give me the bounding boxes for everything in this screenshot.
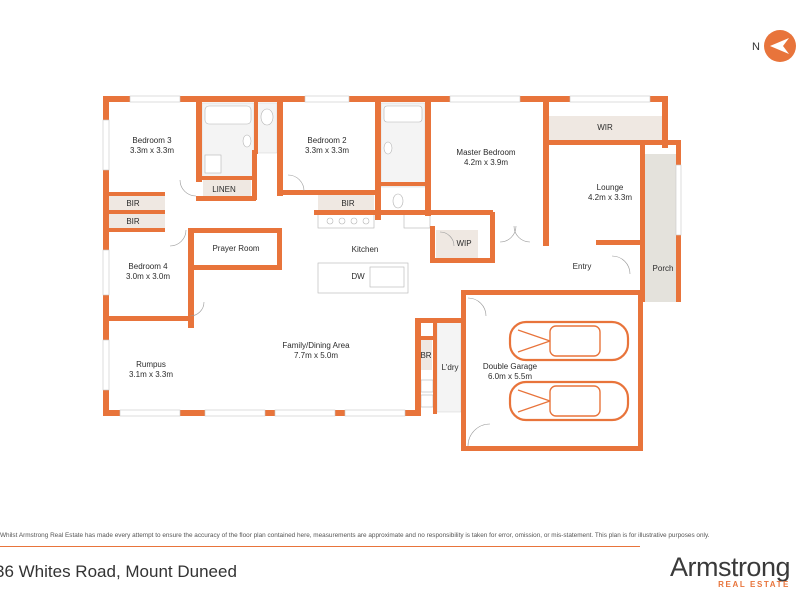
brand-name: Armstrong — [669, 552, 791, 582]
bedroom4-name: Bedroom 4 — [128, 262, 168, 271]
kitchen-label: Kitchen — [352, 245, 379, 254]
bedroom2-name: Bedroom 2 — [307, 136, 347, 145]
bedroom3-name: Bedroom 3 — [132, 136, 172, 145]
ensuite-basin — [383, 141, 393, 155]
garage-name: Double Garage — [483, 362, 538, 371]
wir-fill — [548, 116, 664, 142]
br-fill — [418, 340, 432, 370]
brand-logo: Armstrong REAL ESTATE — [655, 552, 791, 589]
entry-label: Entry — [573, 262, 592, 271]
bir-bed2-fill — [318, 193, 374, 211]
windows — [102, 95, 682, 417]
sink — [369, 266, 405, 288]
master-size: 4.2m x 3.9m — [464, 158, 508, 167]
bedroom2-size: 3.3m x 3.3m — [305, 146, 349, 155]
bir-bed2-label: BIR — [341, 199, 355, 208]
property-address: 36 Whites Road, Mount Duneed — [0, 562, 237, 581]
footer-divider — [0, 546, 640, 547]
rumpus-name: Rumpus — [136, 360, 166, 369]
door-swings — [169, 174, 631, 447]
burner-icon — [338, 217, 346, 225]
shower — [204, 154, 222, 174]
trough — [420, 394, 434, 408]
wip-label: WIP — [456, 239, 471, 248]
burner-icon — [326, 217, 334, 225]
linen-fill — [203, 180, 251, 198]
bir-top-left-label: BIR — [126, 199, 140, 208]
bathtub — [204, 105, 252, 125]
wir-label: WIR — [597, 123, 613, 132]
kitchen-bench — [403, 213, 431, 229]
bir-bottom-left-fill — [109, 214, 165, 228]
rumpus-size: 3.1m x 3.3m — [129, 370, 173, 379]
lounge-name: Lounge — [597, 183, 624, 192]
bir-top-left-fill — [109, 196, 165, 210]
north-label: N — [752, 41, 760, 53]
dw-label: DW — [351, 272, 365, 281]
linen-label: LINEN — [212, 185, 236, 194]
ensuite-shower — [383, 105, 423, 123]
laundry-label: L'dry — [441, 363, 458, 372]
toilet — [260, 108, 274, 126]
bedroom3-size: 3.3m x 3.3m — [130, 146, 174, 155]
garage-size: 6.0m x 5.5m — [488, 372, 532, 381]
ensuite-toilet — [392, 193, 404, 209]
laundry-floor — [436, 319, 462, 413]
bedroom4-size: 3.0m x 3.0m — [126, 272, 170, 281]
burner-icon — [362, 217, 370, 225]
brand-tagline: REAL ESTATE — [718, 580, 790, 589]
north-arrow-icon — [764, 30, 796, 62]
wip-fill — [436, 230, 478, 258]
family-name: Family/Dining Area — [282, 341, 350, 350]
car-icon — [508, 380, 630, 422]
burner-icon — [350, 217, 358, 225]
prayer-room-label: Prayer Room — [212, 244, 259, 253]
porch-fill — [645, 154, 681, 302]
bir-bottom-left-label: BIR — [126, 217, 140, 226]
washer — [420, 379, 434, 393]
family-size: 7.7m x 5.0m — [294, 351, 338, 360]
porch-label: Porch — [653, 264, 674, 273]
disclaimer-text: Whilst Armstrong Real Estate has made ev… — [0, 532, 710, 539]
master-name: Master Bedroom — [456, 148, 515, 157]
br-label: BR — [420, 351, 431, 360]
car-icon — [508, 320, 630, 362]
basin — [242, 134, 252, 148]
lounge-size: 4.2m x 3.3m — [588, 193, 632, 202]
